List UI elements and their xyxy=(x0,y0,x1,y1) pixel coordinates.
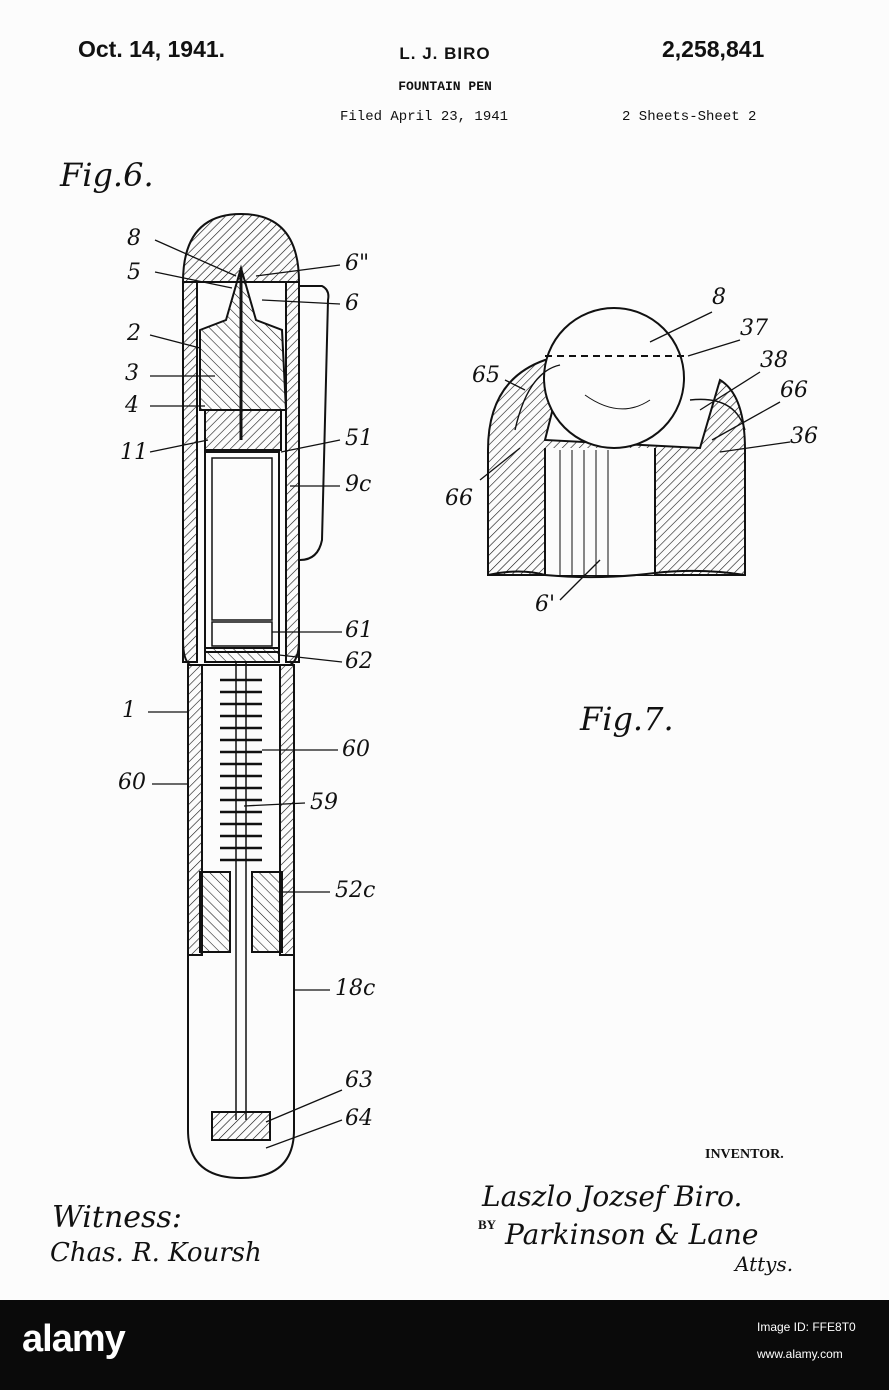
fig6-label: 62 xyxy=(345,651,373,673)
fig6-label: 63 xyxy=(345,1070,373,1092)
fig6-label: 59 xyxy=(310,792,338,814)
fig6-label: 4 xyxy=(125,395,139,417)
fig6-label: 51 xyxy=(345,428,373,450)
fig7-ball-socket xyxy=(488,308,745,577)
fig6-label: 52c xyxy=(335,880,375,902)
fig6-label: 3 xyxy=(125,363,139,385)
fig6-label: 60 xyxy=(118,772,146,794)
attorneys-signature: Parkinson & Lane xyxy=(505,1218,759,1251)
site-url: www.alamy.com xyxy=(757,1347,843,1361)
fig6-label: 64 xyxy=(345,1108,373,1130)
fig6-label: 11 xyxy=(120,442,148,464)
fig6-label: 18c xyxy=(335,978,375,1000)
fig6-label: 1 xyxy=(122,700,136,722)
inventor-signature: Laszlo Jozsef Biro. xyxy=(482,1180,742,1213)
fig6-title: Fig.6. xyxy=(60,156,154,194)
fig6-label: 5 xyxy=(127,262,141,284)
inventor-label: INVENTOR. xyxy=(705,1147,784,1163)
stock-footer-bar xyxy=(0,1300,889,1390)
attys-abbrev: Attys. xyxy=(735,1252,793,1276)
fig7-label: 8 xyxy=(712,287,726,309)
fig7-label: 65 xyxy=(472,365,500,387)
fig7-label: 37 xyxy=(740,318,768,340)
fig6-pen-cross-section xyxy=(183,214,328,1178)
by-label: BY xyxy=(478,1217,496,1233)
fig7-label: 38 xyxy=(760,350,788,372)
fig6-label: 6 xyxy=(345,293,359,315)
patent-drawing xyxy=(0,0,889,1300)
fig6-label: 61 xyxy=(345,620,373,642)
fig7-label: 6' xyxy=(535,594,555,616)
fig6-label: 9c xyxy=(345,474,371,496)
fig6-label: 2 xyxy=(127,323,141,345)
fig6-label: 8 xyxy=(127,228,141,250)
witness-label: Witness: xyxy=(52,1200,182,1235)
fig7-label: 36 xyxy=(790,426,818,448)
fig7-title: Fig.7. xyxy=(580,700,674,738)
fig6-label: 6" xyxy=(345,253,369,275)
fig7-label: 66 xyxy=(780,380,808,402)
image-id-text: Image ID: FFE8T0 xyxy=(757,1320,856,1334)
fig6-label: 60 xyxy=(342,739,370,761)
alamy-logo: alamy xyxy=(22,1318,125,1361)
witness-signature: Chas. R. Koursh xyxy=(50,1238,262,1268)
fig7-label: 66 xyxy=(445,488,473,510)
